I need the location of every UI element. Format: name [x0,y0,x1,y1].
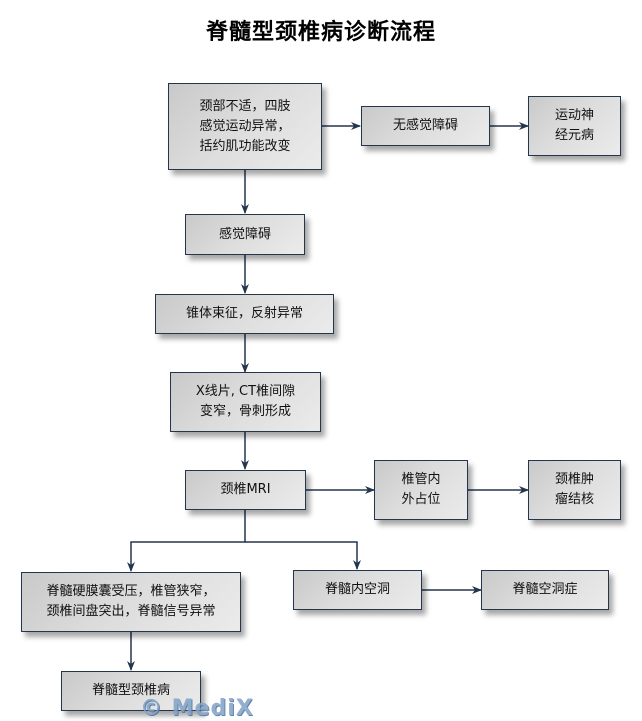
edge-n7-n10 [127,510,246,572]
diagram-title: 脊髓型颈椎病诊断流程 [205,20,436,45]
node-xray-ct: X线片, CT椎间隙 变窄，骨刺形成 [170,372,321,432]
node-cervical-spondylotic-myelopathy: 脊髓型颈椎病 [61,671,201,711]
node-pyramidal-signs: 锥体束征，反射异常 [155,294,334,334]
node-neck-discomfort: 颈部不适，四肢 感觉运动异常， 括约肌功能改变 [168,83,322,170]
node-syringomyelia: 脊髓空洞症 [481,570,609,610]
node-no-sensory-disorder: 无感觉障碍 [361,106,490,146]
edge-n7-n11 [245,541,361,570]
node-cervical-tumor-tuberculosis: 颈椎肿 瘤结核 [528,460,621,520]
node-motor-neuron-disease: 运动神 经元病 [528,96,621,156]
node-cervical-mri: 颈椎MRI [185,470,306,510]
node-intraspinal-space-occupying: 椎管内 外占位 [374,460,468,520]
node-sensory-disorder: 感觉障碍 [185,214,305,255]
node-syrinx: 脊髓内空洞 [293,570,422,610]
node-dural-compression: 脊髓硬膜囊受压，椎管狭窄， 颈椎间盘突出，脊髓信号异常 [21,572,241,632]
watermark: © MediX [140,696,254,721]
